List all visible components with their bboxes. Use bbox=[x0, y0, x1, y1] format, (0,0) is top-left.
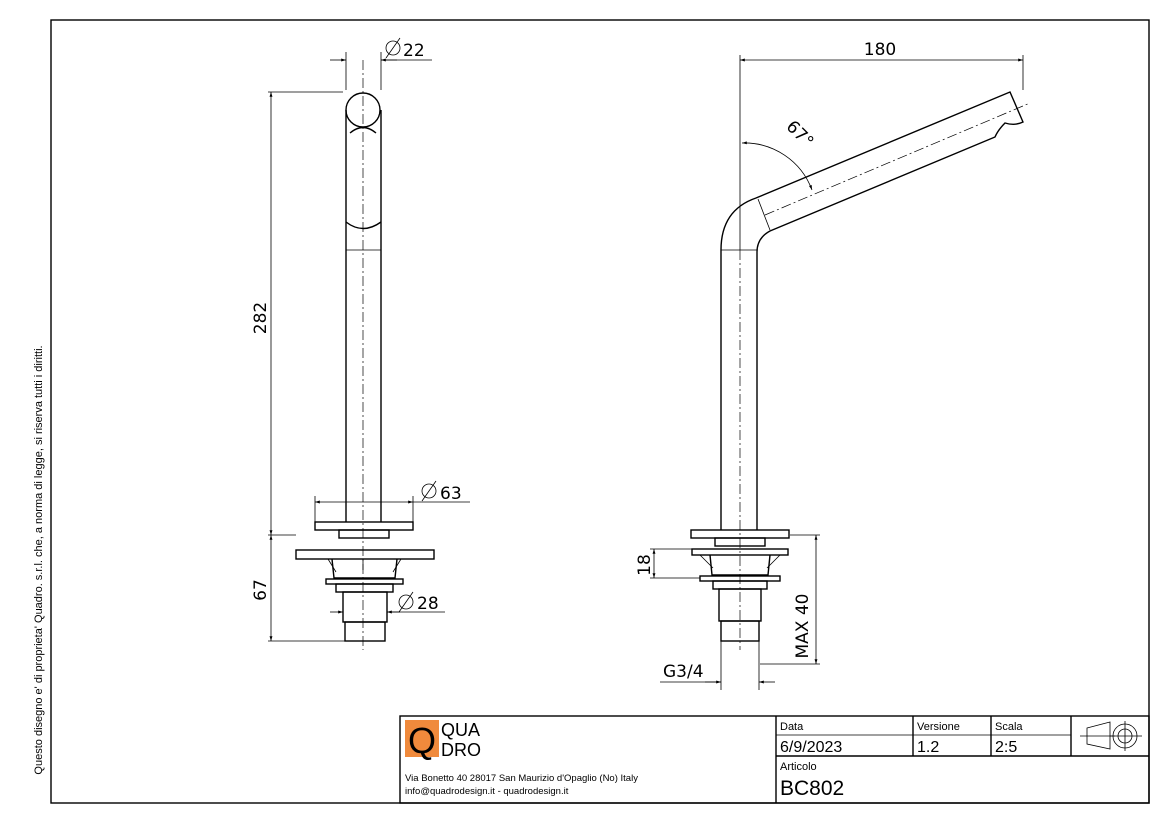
front-view: 22 282 67 63 28 bbox=[251, 37, 470, 650]
logo-text-2: DRO bbox=[441, 740, 481, 760]
projection-symbol-icon bbox=[1080, 721, 1142, 751]
dim-max-40: MAX 40 bbox=[793, 594, 813, 659]
drawing-frame bbox=[50, 19, 1150, 804]
dim-height-282: 282 bbox=[251, 302, 271, 334]
dim-reach-180: 180 bbox=[864, 40, 896, 60]
dim-diameter-22: 22 bbox=[403, 41, 425, 61]
date-value: 6/9/2023 bbox=[780, 739, 842, 756]
dim-angle-67: 67° bbox=[782, 117, 817, 152]
article-value: BC802 bbox=[780, 777, 844, 800]
dim-flange-18: 18 bbox=[635, 554, 655, 576]
side-view: 180 67° 18 MAX 40 G3/4 bbox=[635, 40, 1031, 690]
logo-square bbox=[405, 720, 439, 757]
article-label: Articolo bbox=[780, 761, 817, 773]
copyright-note: Questo disegno e' di proprieta' Quadro. … bbox=[33, 345, 45, 774]
version-label: Versione bbox=[917, 721, 960, 733]
logo-text-1: QUA bbox=[441, 720, 480, 740]
version-value: 1.2 bbox=[917, 739, 939, 756]
date-label: Data bbox=[780, 721, 804, 733]
dim-height-67: 67 bbox=[251, 579, 271, 601]
scale-label: Scala bbox=[995, 721, 1023, 733]
dim-diameter-63: 63 bbox=[440, 484, 462, 504]
address: Via Bonetto 40 28017 San Maurizio d'Opag… bbox=[405, 773, 638, 784]
dim-diameter-28: 28 bbox=[417, 594, 439, 614]
logo-letter: Q bbox=[408, 720, 436, 761]
contacts: info@quadrodesign.it - quadrodesign.it bbox=[405, 786, 569, 797]
dim-thread-g34: G3/4 bbox=[663, 662, 704, 682]
scale-value: 2:5 bbox=[995, 739, 1017, 756]
title-block: Q QUA DRO Via Bonetto 40 28017 San Mauri… bbox=[399, 715, 1150, 804]
